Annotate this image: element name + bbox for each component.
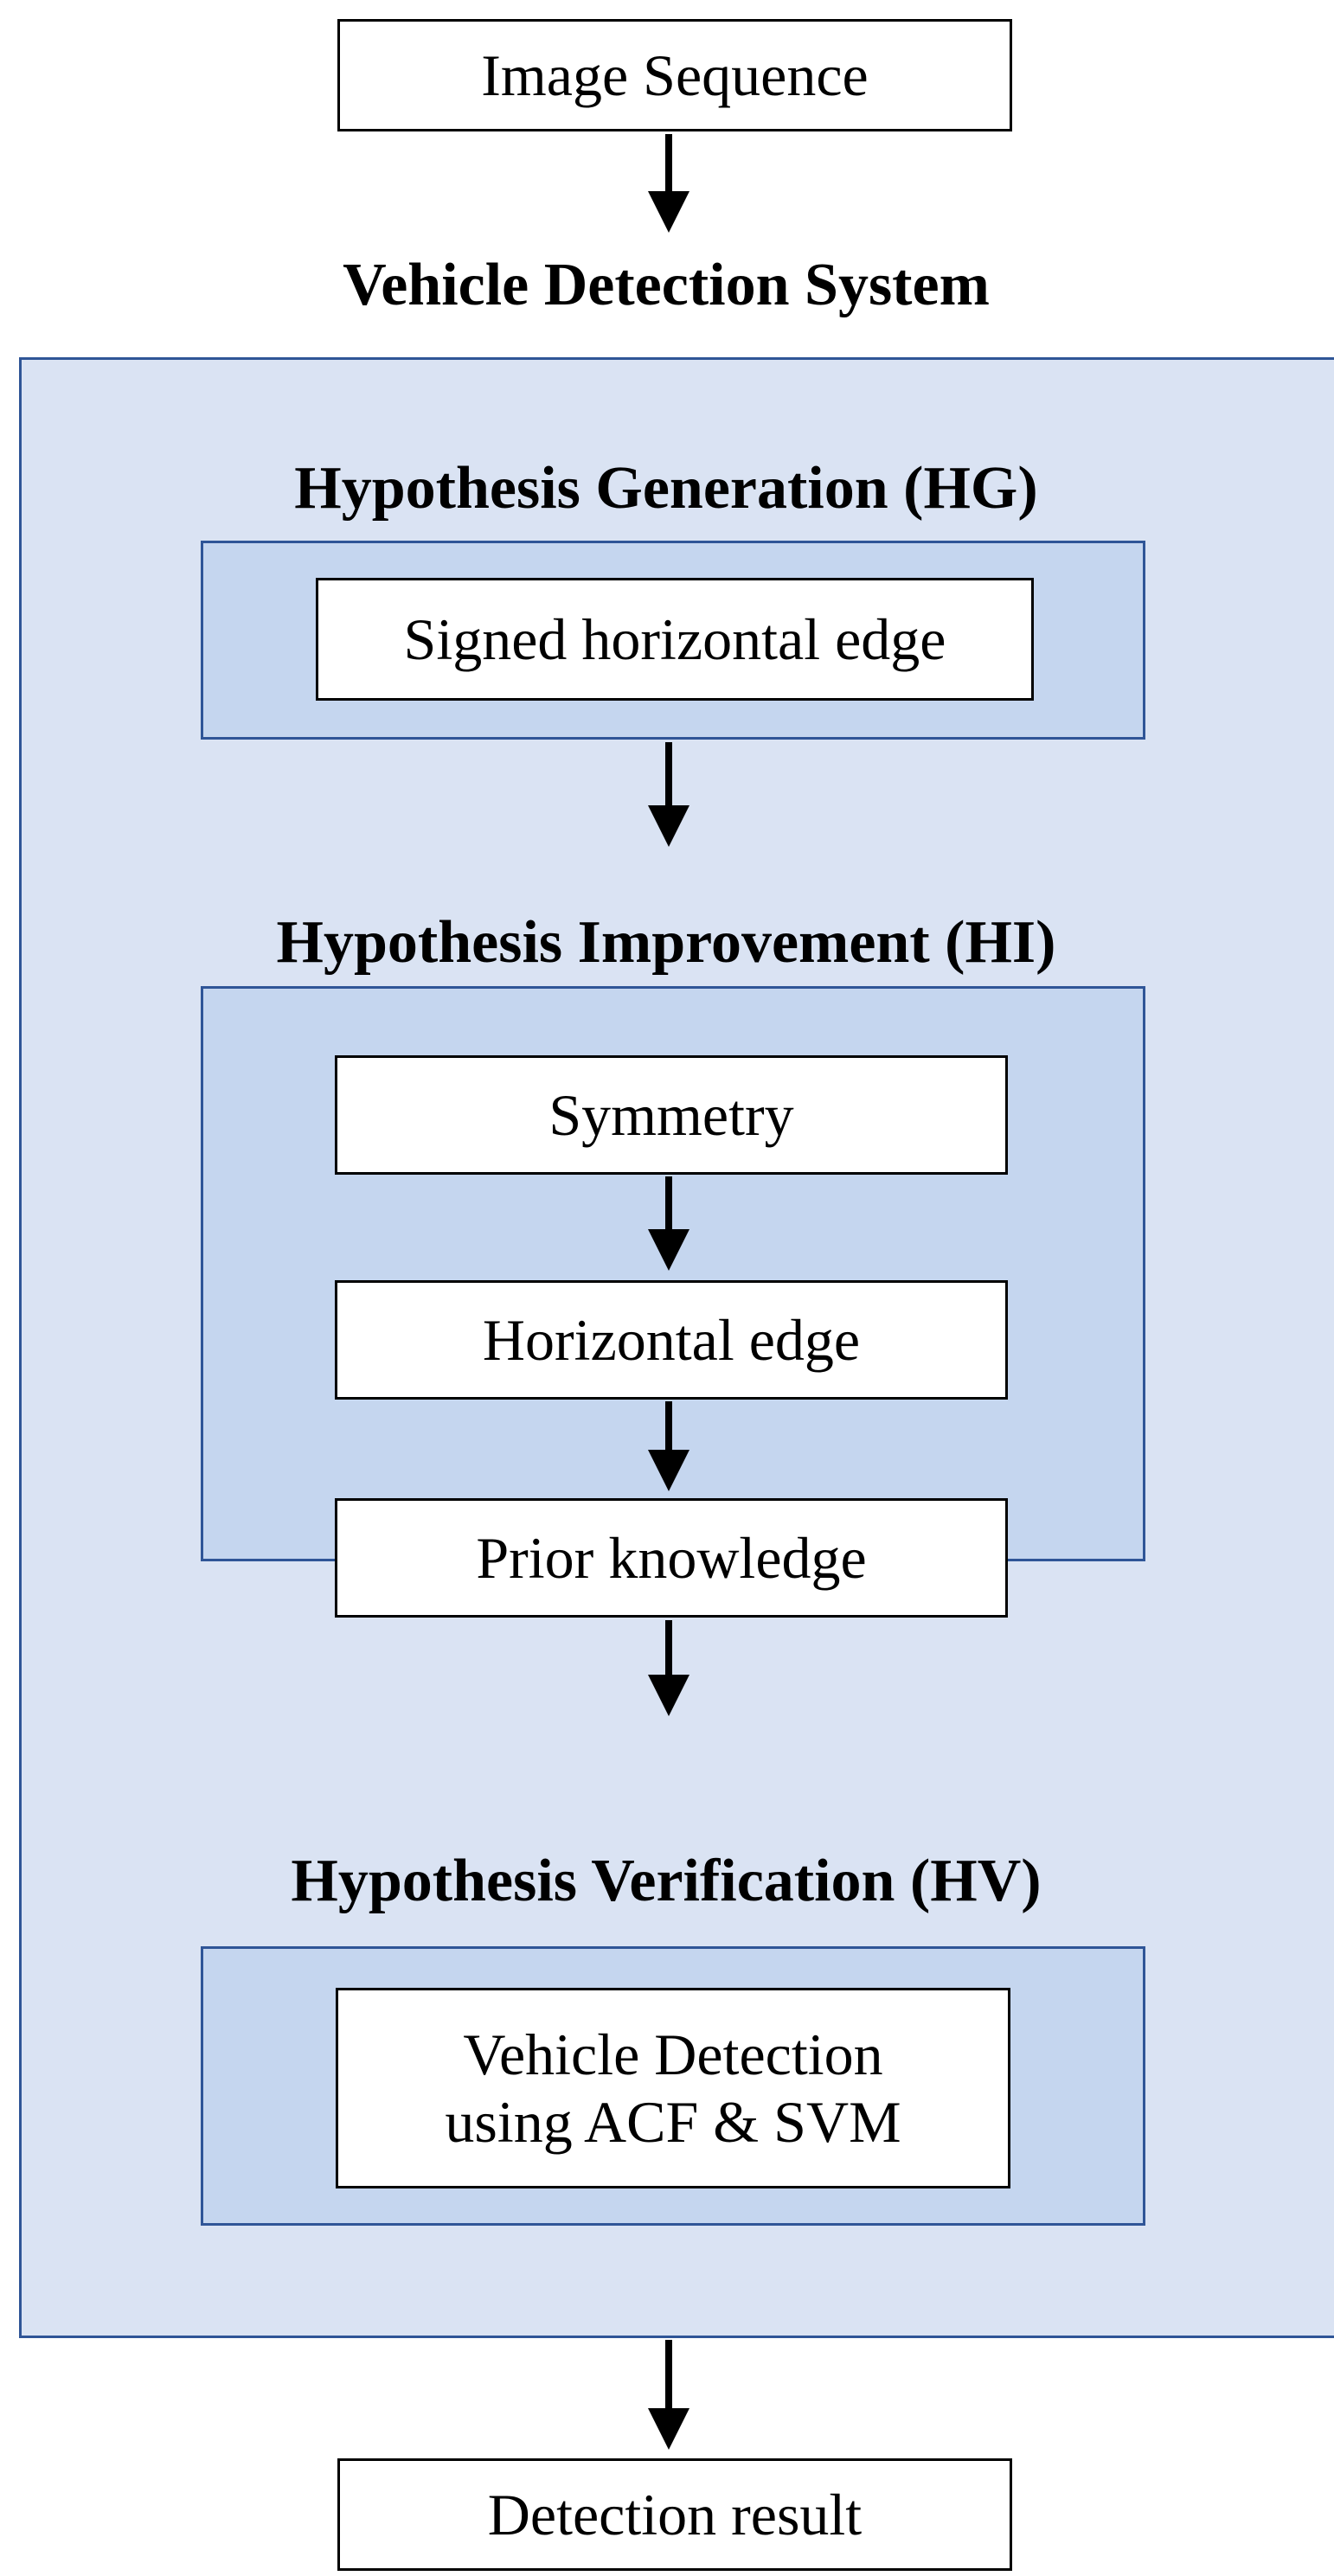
hi-step-symmetry-label: Symmetry: [548, 1081, 794, 1148]
hg-stage-title: Hypothesis Generation (HG): [173, 445, 1159, 532]
hv-stage-title-text: Hypothesis Verification (HV): [291, 1848, 1042, 1914]
hi-stage-title-text: Hypothesis Improvement (HI): [276, 909, 1056, 976]
detection-result-label: Detection result: [487, 2481, 863, 2547]
hi-step-horizontal-edge: Horizontal edge: [335, 1280, 1008, 1400]
hv-stage-title: Hypothesis Verification (HV): [173, 1838, 1159, 1925]
hv-step-line-1: Vehicle Detection: [463, 2021, 883, 2087]
hv-step-line-2: using ACF & SVM: [445, 2089, 901, 2155]
hi-step-symmetry: Symmetry: [335, 1055, 1008, 1175]
system-title: Vehicle Detection System: [173, 242, 1159, 329]
hg-step-label: Signed horizontal edge: [403, 606, 946, 672]
hg-stage-title-text: Hypothesis Generation (HG): [294, 455, 1038, 522]
hi-step-prior-knowledge: Prior knowledge: [335, 1498, 1008, 1618]
hi-step-horizontal-edge-label: Horizontal edge: [482, 1306, 861, 1373]
hi-step-prior-knowledge-label: Prior knowledge: [476, 1524, 867, 1591]
hi-stage-title: Hypothesis Improvement (HI): [173, 900, 1159, 986]
image-sequence-node: Image Sequence: [337, 19, 1012, 131]
system-title-text: Vehicle Detection System: [343, 252, 990, 318]
detection-result-node: Detection result: [337, 2458, 1012, 2571]
hv-step-vehicle-detection: Vehicle Detection using ACF & SVM: [336, 1988, 1010, 2188]
image-sequence-label: Image Sequence: [481, 42, 869, 108]
hg-step-signed-horizontal-edge: Signed horizontal edge: [316, 578, 1034, 701]
